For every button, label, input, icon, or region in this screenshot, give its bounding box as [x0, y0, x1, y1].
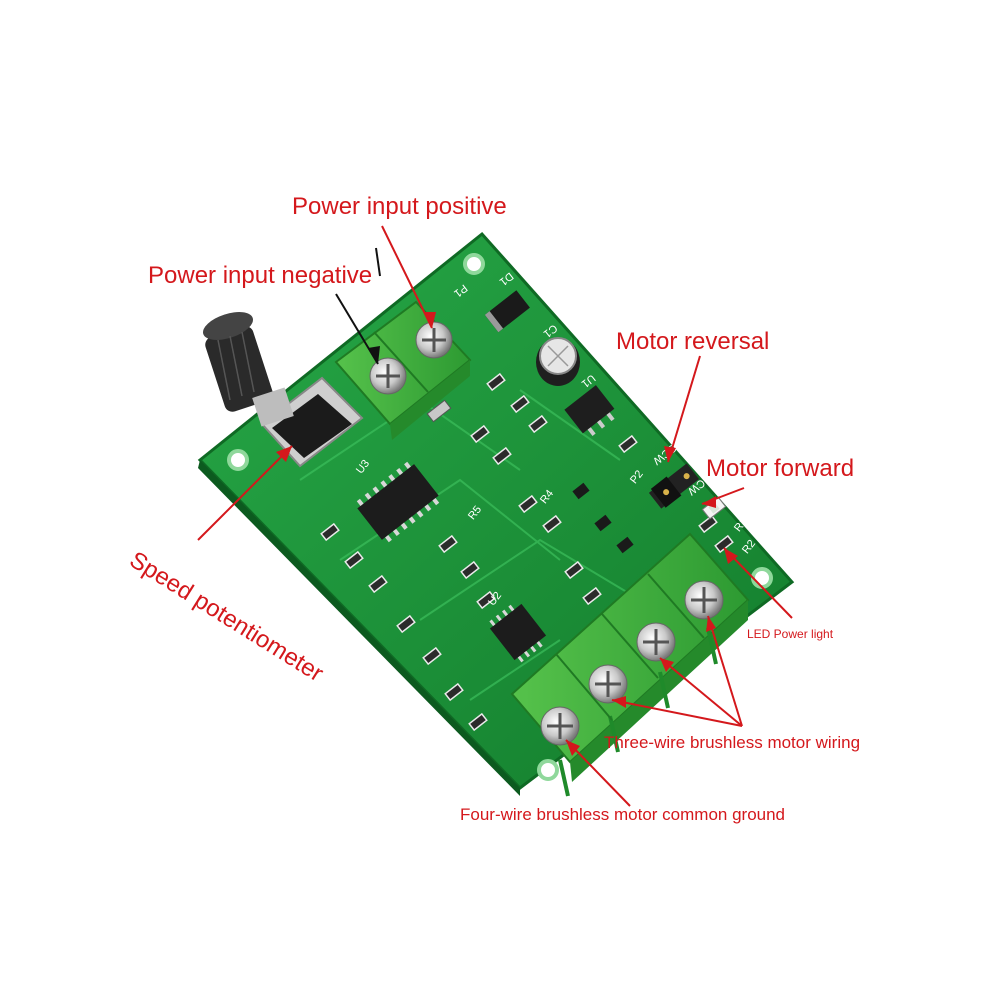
label-led-power-light: LED Power light — [747, 627, 834, 641]
pointer-tick — [375, 247, 381, 277]
label-power-input-positive: Power input positive — [292, 193, 507, 220]
jumper-p2 — [648, 463, 700, 509]
label-motor-forward: Motor forward — [706, 455, 855, 482]
arrow-led — [723, 547, 793, 619]
label-three-wire-wiring: Three-wire brushless motor wiring — [604, 733, 861, 752]
ic-u3 — [356, 461, 440, 543]
arrow-power-positive — [381, 225, 433, 329]
pcb-edge — [198, 460, 520, 796]
arrow-three-c — [611, 699, 743, 727]
diode-d1 — [484, 290, 530, 333]
arrow-three-b — [659, 657, 743, 727]
arrow-reversal — [667, 355, 701, 463]
regulator-u1 — [564, 385, 615, 436]
arrowhead-negative — [368, 346, 380, 364]
power-terminal-block — [334, 300, 472, 440]
label-motor-reversal: Motor reversal — [616, 328, 770, 355]
capacitor-c1 — [536, 337, 580, 386]
motor-terminal-block — [510, 532, 750, 797]
smd-components — [320, 372, 734, 732]
label-four-wire-ground: Four-wire brushless motor common ground — [460, 805, 786, 824]
annotation-arrows — [197, 225, 793, 807]
arrowheads — [276, 312, 738, 756]
arrow-three-a — [707, 615, 743, 727]
arrow-four — [565, 739, 631, 807]
ic-u2 — [489, 603, 547, 663]
arrow-speed — [197, 445, 293, 541]
label-power-input-negative: Power input negative — [148, 262, 373, 289]
